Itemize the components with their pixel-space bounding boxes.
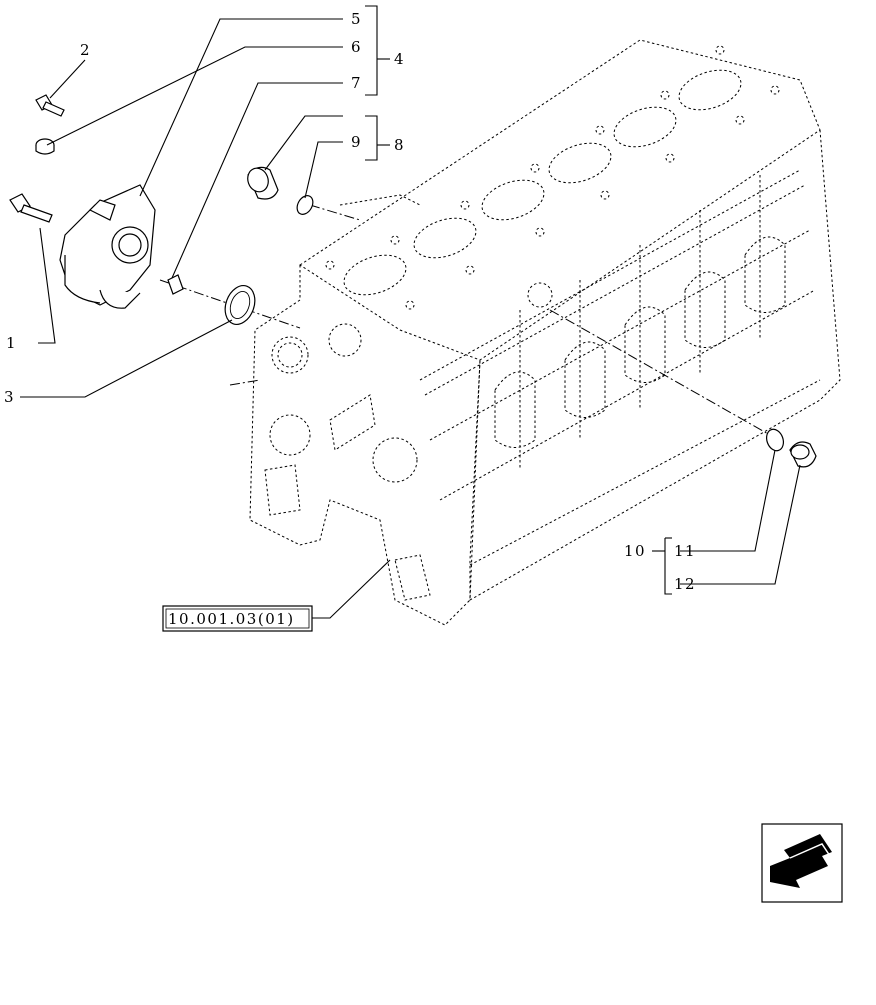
callout-3: 3: [4, 388, 14, 406]
callout-11: 11: [674, 542, 696, 560]
leader-lines: [20, 5, 801, 619]
pin-7: [167, 274, 184, 295]
reference-box[interactable]: [162, 605, 313, 632]
callout-1: 1: [6, 334, 16, 352]
callout-8: 8: [394, 136, 404, 154]
bolt-2: [35, 94, 65, 117]
callout-12: 12: [674, 575, 696, 593]
bolt-1: [9, 193, 53, 223]
callout-9: 9: [351, 133, 361, 151]
seal-ring-3: [224, 285, 256, 325]
center-line-side-plug: [549, 309, 771, 436]
callout-5: 5: [351, 10, 361, 28]
plug-6: [35, 138, 55, 155]
callout-10: 10: [624, 542, 646, 560]
reference-label[interactable]: 10.001.03(01): [168, 610, 295, 628]
plug-9: [247, 166, 279, 200]
thermostat-housing-5: [59, 184, 156, 309]
callout-7: 7: [351, 74, 361, 92]
center-line-plug: [309, 204, 361, 221]
center-line-front: [229, 379, 261, 386]
engine-block: [249, 39, 841, 626]
callout-6: 6: [351, 38, 361, 56]
washer-11: [765, 428, 785, 452]
seal-ring-9: [296, 195, 314, 215]
back-arrow-icon[interactable]: [761, 823, 843, 903]
callout-4: 4: [394, 50, 404, 68]
reference-link[interactable]: 10.001.03(01): [162, 605, 313, 632]
plug-12: [789, 441, 817, 468]
callout-2: 2: [80, 41, 90, 59]
